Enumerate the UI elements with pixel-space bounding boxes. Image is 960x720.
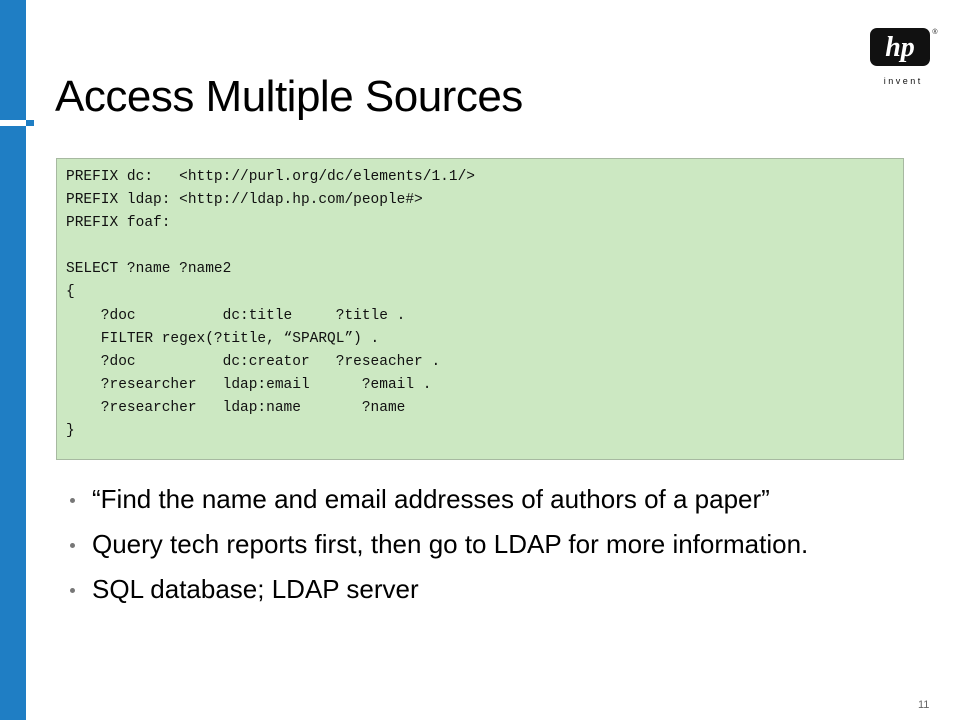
code-line: ?researcher ldap:email ?email . [66, 376, 432, 393]
slide-title: Access Multiple Sources [55, 72, 523, 121]
bullet-text: “Find the name and email addresses of au… [92, 484, 770, 514]
bullet-list: “Find the name and email addresses of au… [70, 484, 870, 619]
bullet-item: “Find the name and email addresses of au… [70, 484, 870, 515]
code-line: PREFIX dc: <http://purl.org/dc/elements/… [66, 169, 475, 185]
bullet-text: SQL database; LDAP server [92, 574, 419, 604]
code-line: PREFIX ldap: <http://ldap.hp.com/people#… [66, 192, 423, 209]
bullet-dot-icon [70, 543, 75, 548]
sparql-code-block: PREFIX dc: <http://purl.org/dc/elements/… [56, 158, 904, 460]
hp-logo-tagline: i n v e n t [884, 76, 921, 86]
code-line: { [66, 284, 75, 301]
bullet-item: Query tech reports first, then go to LDA… [70, 529, 870, 560]
code-line: FILTER regex(?title, “SPARQL”) . [66, 330, 380, 347]
code-line: ?doc dc:creator ?reseacher . [66, 353, 441, 370]
bullet-dot-icon [70, 588, 75, 593]
hp-logo-letters: hp [885, 32, 915, 63]
page-number: 11 [918, 699, 930, 711]
registered-mark: ® [932, 28, 938, 36]
hp-logo-mark [870, 28, 930, 66]
code-line [66, 235, 894, 258]
code-line: SELECT ?name ?name2 [66, 261, 232, 278]
code-line: ?doc dc:title ?title . [66, 307, 406, 324]
bullet-item: SQL database; LDAP server [70, 574, 870, 605]
hp-invent-logo: hp ® i n v e n t [870, 28, 938, 86]
left-accent-bar-top [0, 0, 26, 120]
code-line: } [66, 423, 75, 440]
title-accent-notch [26, 120, 34, 126]
code-line: ?researcher ldap:name ?name [66, 399, 406, 416]
code-line: PREFIX foaf: [66, 215, 171, 232]
bullet-text: Query tech reports first, then go to LDA… [92, 529, 809, 559]
bullet-dot-icon [70, 498, 75, 503]
left-accent-bar-bottom [0, 126, 26, 720]
